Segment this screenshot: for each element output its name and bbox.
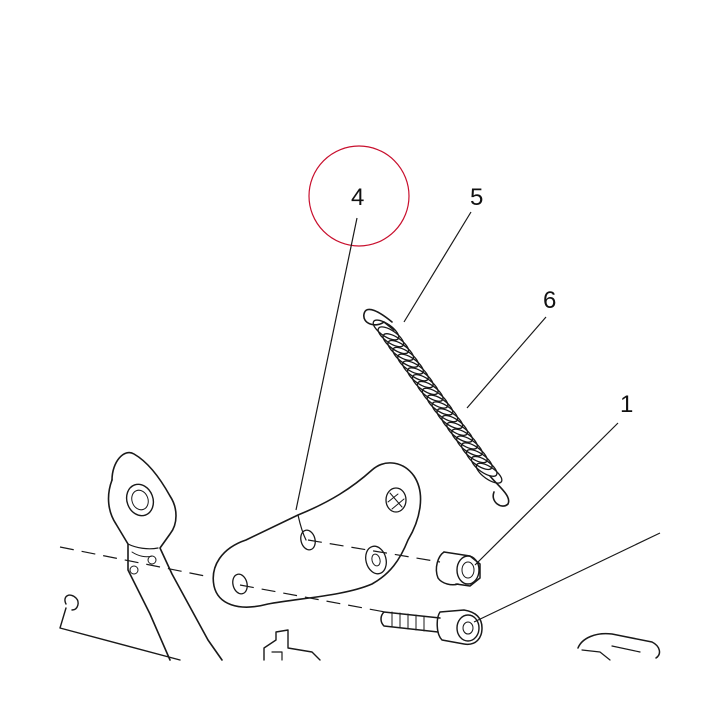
spring-coil [426, 394, 454, 416]
spring-coil [456, 435, 483, 457]
callout-4-label[interactable]: 4 [351, 184, 364, 211]
clip-pin [59, 594, 181, 661]
pedal-pad-fragment [577, 632, 661, 661]
spring-coil [460, 442, 488, 464]
spring-coil [387, 339, 415, 362]
centerline-lower [239, 584, 386, 613]
spring-coil [382, 333, 410, 355]
leader-line-bolt [473, 532, 661, 623]
spring-coil [431, 401, 459, 423]
centerline-left [59, 546, 211, 578]
highlight-circle [308, 145, 410, 247]
spring-coil [406, 367, 434, 389]
spring-coil [436, 408, 464, 430]
spring-coil [421, 387, 449, 409]
spring-coil [441, 414, 469, 437]
callout-5-label[interactable]: 5 [470, 184, 483, 211]
spring-coil [372, 319, 400, 341]
spring-coil [402, 360, 429, 382]
leader-line-4 [295, 217, 358, 511]
spring-coil [451, 428, 478, 450]
tension-spring [363, 308, 510, 507]
leader-line-5 [403, 211, 472, 323]
frame-arm [107, 451, 223, 661]
spring-coil [397, 353, 424, 375]
spring-coil [411, 373, 439, 396]
callout-1-label[interactable]: 1 [620, 391, 633, 418]
hex-bolt [380, 609, 483, 646]
bracket-plate-part-4 [212, 462, 422, 608]
spring-hook-bottom [489, 475, 510, 507]
spring-coil [446, 421, 474, 443]
spring-coil [392, 346, 420, 368]
centerline-upper [307, 539, 441, 563]
lower-bracket-fragment [263, 629, 321, 661]
spring-coil [470, 455, 498, 477]
spring-coil [465, 448, 493, 471]
flange-nut-part-1 [435, 551, 481, 587]
callout-6-label[interactable]: 6 [543, 287, 556, 314]
leader-line-1 [474, 422, 619, 566]
leader-line-6 [466, 316, 547, 409]
spring-coil [416, 380, 444, 402]
spring-coil [475, 462, 503, 484]
spring-hook-top [363, 308, 395, 331]
